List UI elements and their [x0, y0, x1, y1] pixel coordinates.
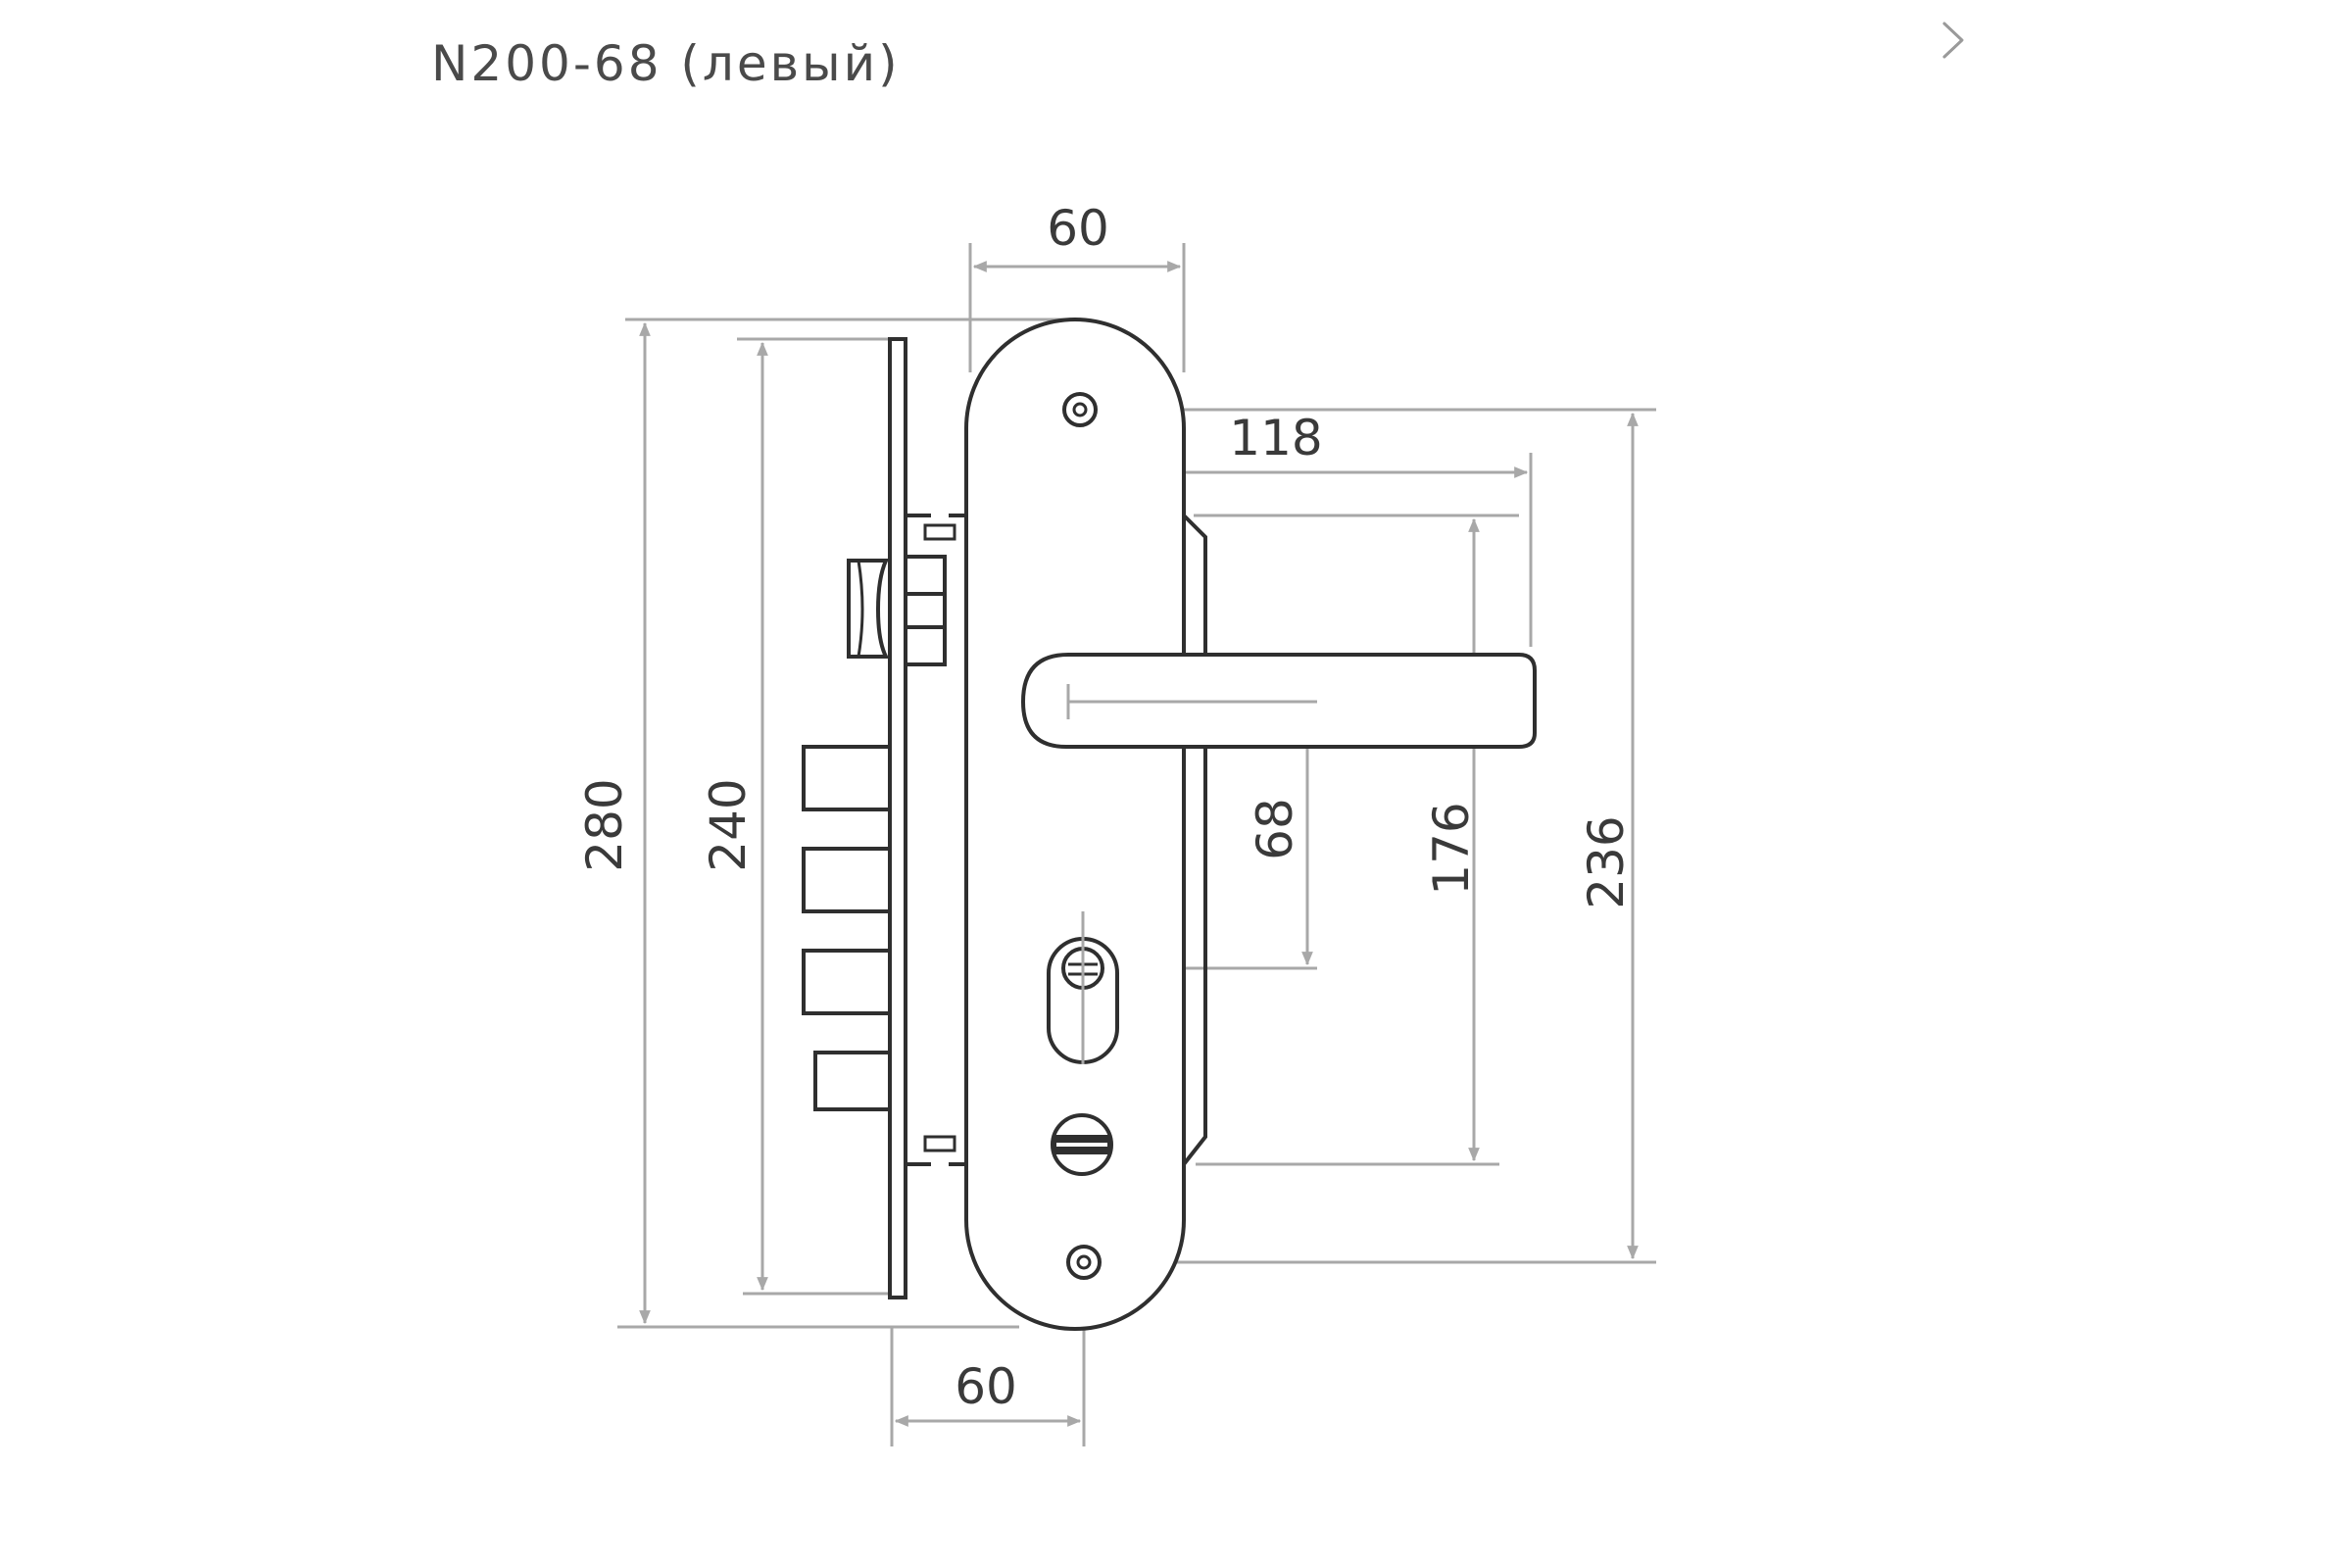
deadbolt-3 — [802, 949, 892, 1015]
deadbolt-4 — [813, 1051, 892, 1111]
dimension-arrows — [639, 261, 1639, 1427]
deadbolt-1 — [802, 745, 892, 811]
dim-handle-bar-spacing: 176 — [1423, 802, 1480, 895]
chevron-right-icon[interactable] — [1938, 16, 1968, 65]
latch-bolt — [847, 559, 890, 659]
cylinder-keyhole — [1047, 911, 1119, 1064]
dim-backset-bottom: 60 — [955, 1358, 1017, 1415]
deadbolt-2 — [802, 847, 892, 913]
latch-housing — [904, 555, 947, 666]
dim-lock-body-height: 240 — [700, 778, 757, 871]
back-plate-edge — [1182, 514, 1207, 1166]
dim-handle-to-cylinder: 68 — [1247, 798, 1303, 860]
dim-total-height: 280 — [576, 778, 633, 871]
dim-handle-length: 118 — [1229, 410, 1322, 466]
thumb-turn — [1051, 1113, 1113, 1176]
forend-slot-top — [923, 523, 956, 541]
lever-handle — [1020, 653, 1537, 749]
lock-forend — [888, 337, 907, 1299]
screw-hole-bottom — [1066, 1245, 1102, 1280]
backplate — [964, 318, 1207, 1331]
dim-faceplate-width-top: 60 — [1047, 200, 1109, 257]
dim-screw-spacing: 236 — [1578, 815, 1635, 908]
diagram-title: N200-68 (левый) — [431, 35, 901, 92]
forend-slot-bottom — [923, 1135, 956, 1152]
lock-body — [802, 337, 1184, 1299]
escutcheon-plate — [964, 318, 1186, 1331]
screw-hole-top — [1062, 392, 1098, 427]
